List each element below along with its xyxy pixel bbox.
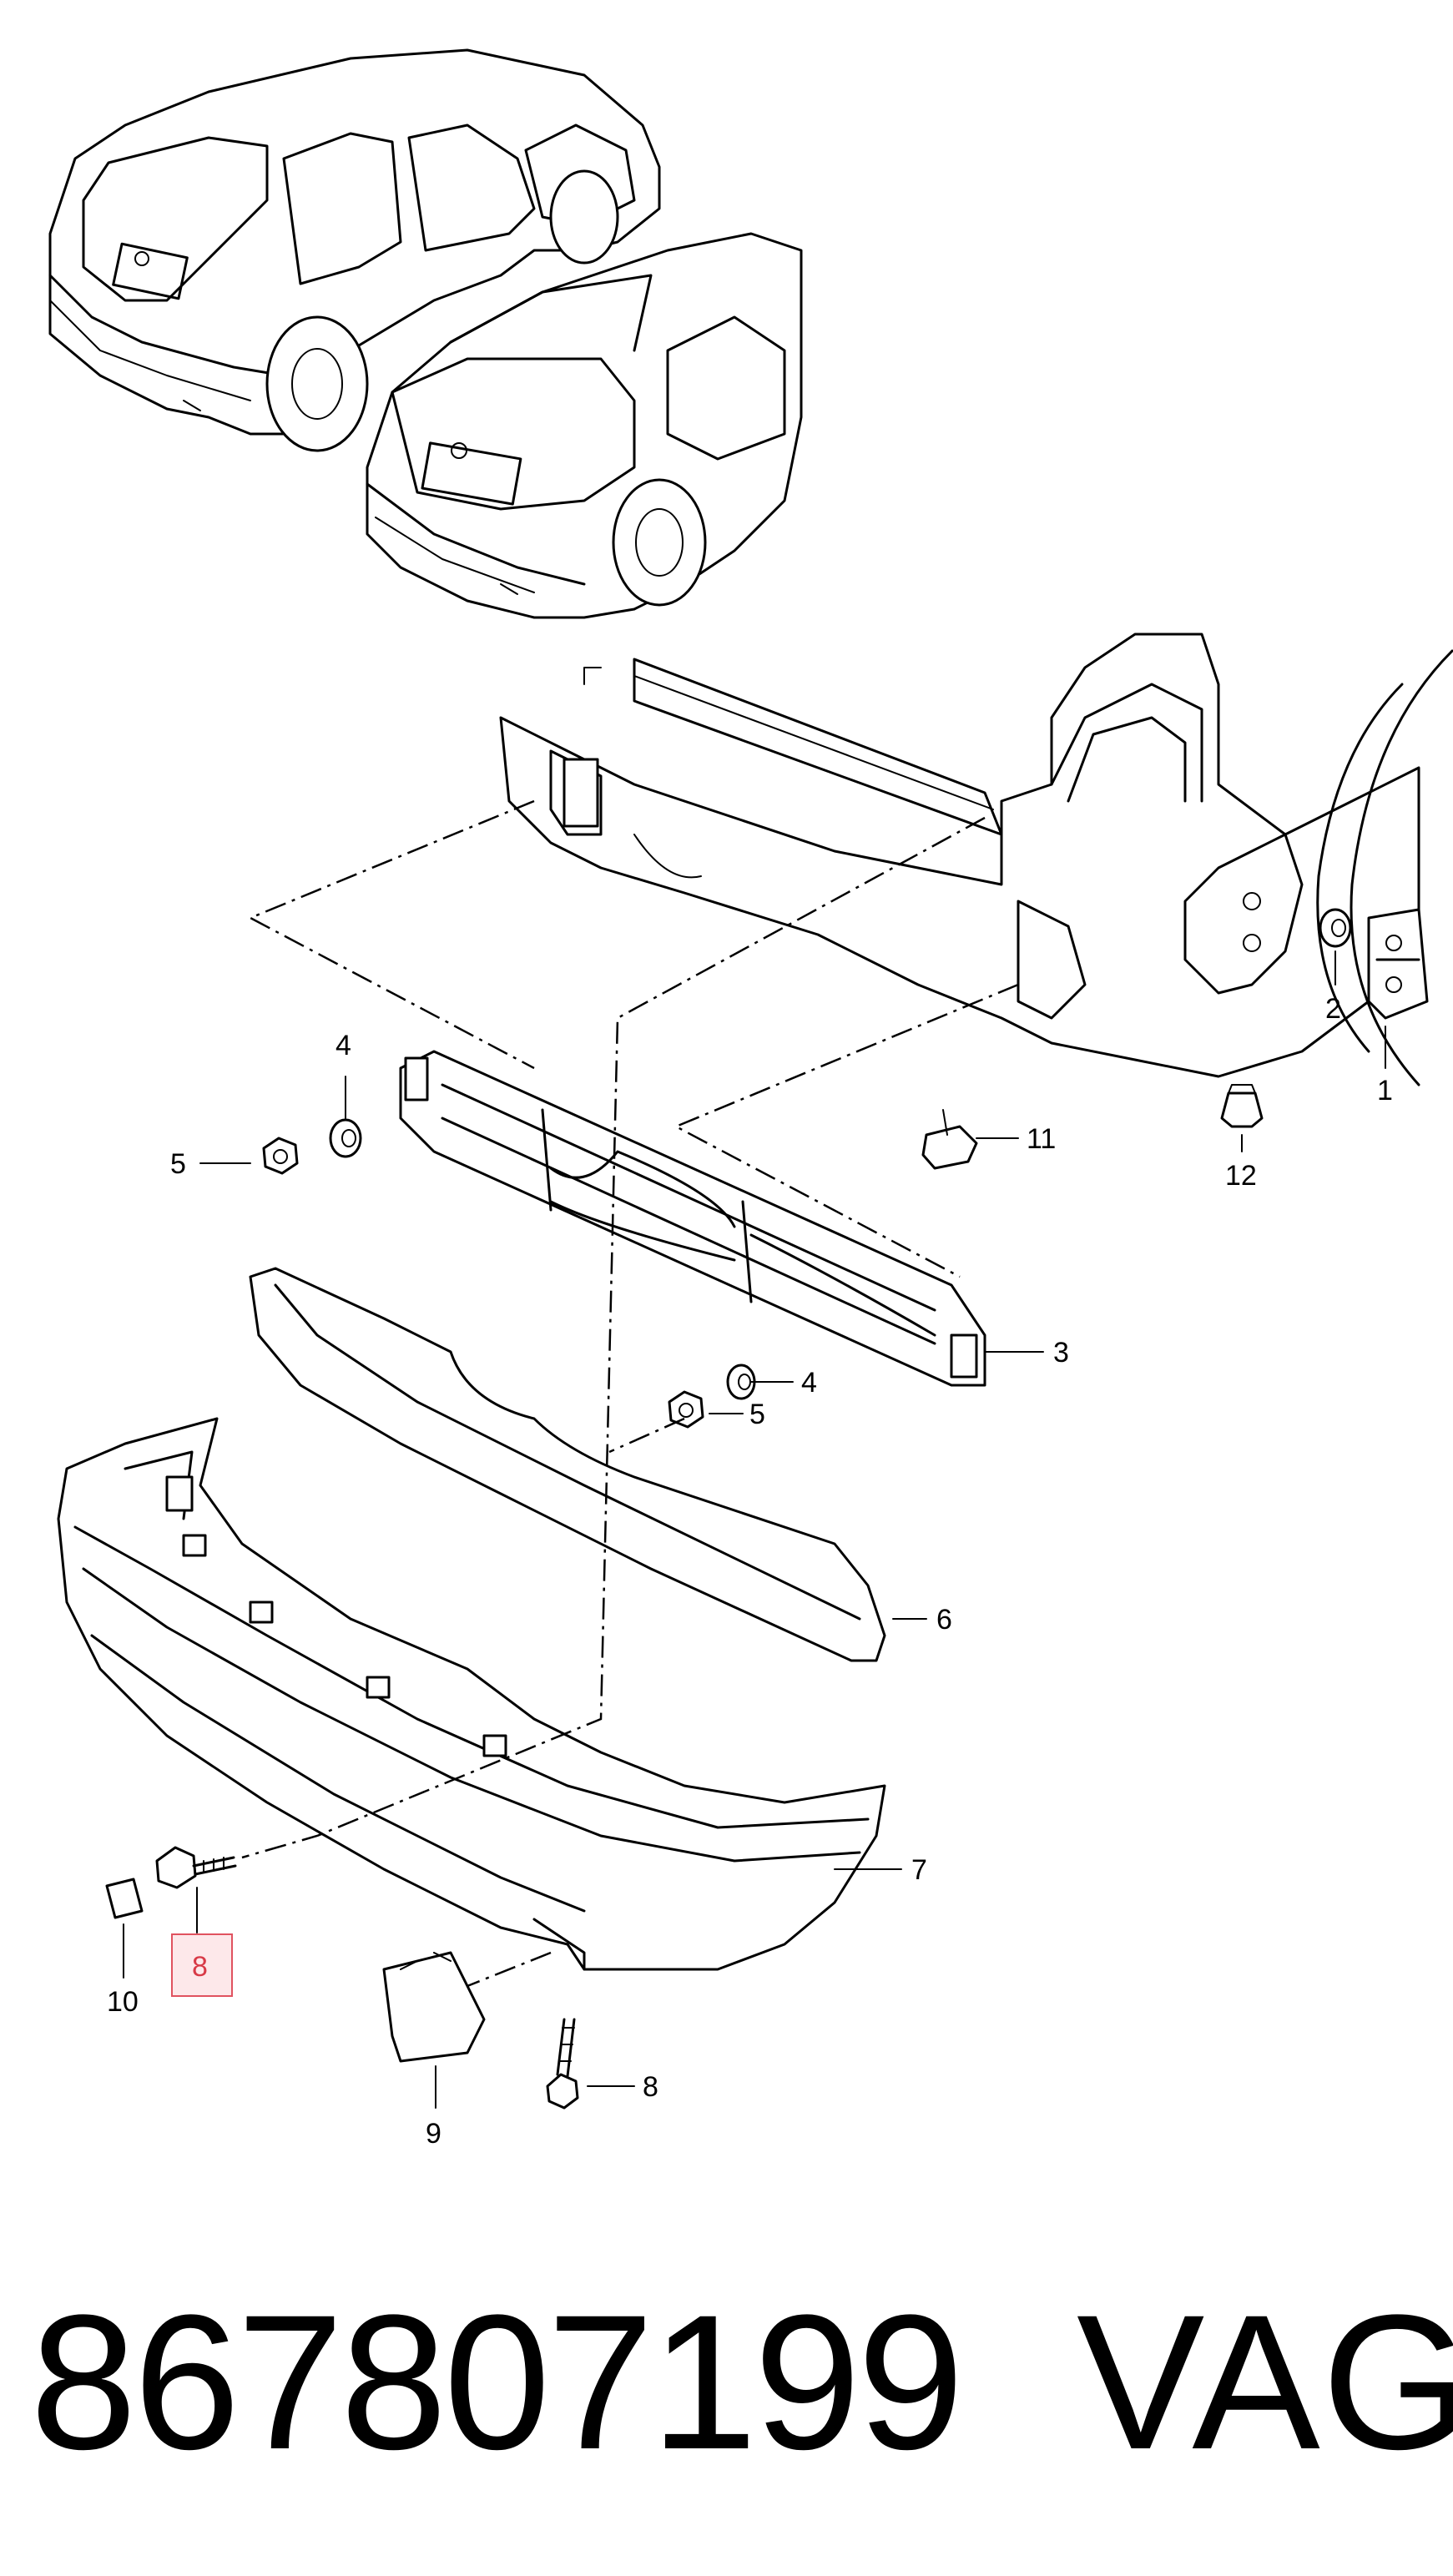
part-12-buffer <box>1220 1084 1264 1128</box>
callout-8-bottom: 8 <box>643 2071 658 2103</box>
part-7-bumper-cover <box>57 1417 886 1971</box>
part-3-bumper-carrier <box>399 1050 986 1387</box>
callout-5-lower: 5 <box>749 1399 765 1430</box>
part-8-screw-bottom <box>546 2018 579 2110</box>
callout-7: 7 <box>911 1854 927 1886</box>
sedan-car-illustration <box>366 232 803 619</box>
rear-body-panel <box>499 633 1453 1086</box>
callout-2: 2 <box>1325 993 1341 1025</box>
callout-8-highlighted: 8 <box>192 1951 208 1983</box>
callout-labels: 1 2 3 4 4 5 5 6 7 8 8 9 10 11 12 <box>107 993 1393 2150</box>
part-5-nut-upper <box>262 1137 299 1175</box>
part-6-energy-absorber <box>249 1267 886 1662</box>
assembly-lines <box>241 799 1019 1988</box>
hatchback-car-illustration <box>48 48 661 452</box>
part-11-clip <box>921 1109 978 1170</box>
part-2-washer <box>1319 908 1352 948</box>
part-9-cover-plate <box>382 1951 486 2063</box>
highlight-box <box>171 1933 233 1997</box>
callout-11: 11 <box>1027 1123 1056 1155</box>
callout-3: 3 <box>1053 1337 1069 1369</box>
callout-leaders <box>123 950 1386 2109</box>
callout-4-upper: 4 <box>336 1030 351 1061</box>
callout-4-lower: 4 <box>801 1367 817 1399</box>
part-4-washer-upper <box>329 1118 362 1158</box>
part-number: 867807199 <box>30 2275 964 2489</box>
callout-10: 10 <box>107 1986 139 2018</box>
part-5-nut-lower <box>668 1390 704 1429</box>
part-8-screw-left <box>155 1846 237 1889</box>
brand-name: VAG <box>1077 2275 1453 2489</box>
callout-5-upper: 5 <box>170 1148 186 1180</box>
callout-9: 9 <box>426 2118 441 2150</box>
callout-12: 12 <box>1225 1160 1257 1192</box>
callout-6: 6 <box>936 1604 952 1636</box>
callout-1: 1 <box>1377 1075 1393 1107</box>
part-1-bracket <box>1367 908 1429 1020</box>
part-10-insert <box>105 1878 144 1919</box>
